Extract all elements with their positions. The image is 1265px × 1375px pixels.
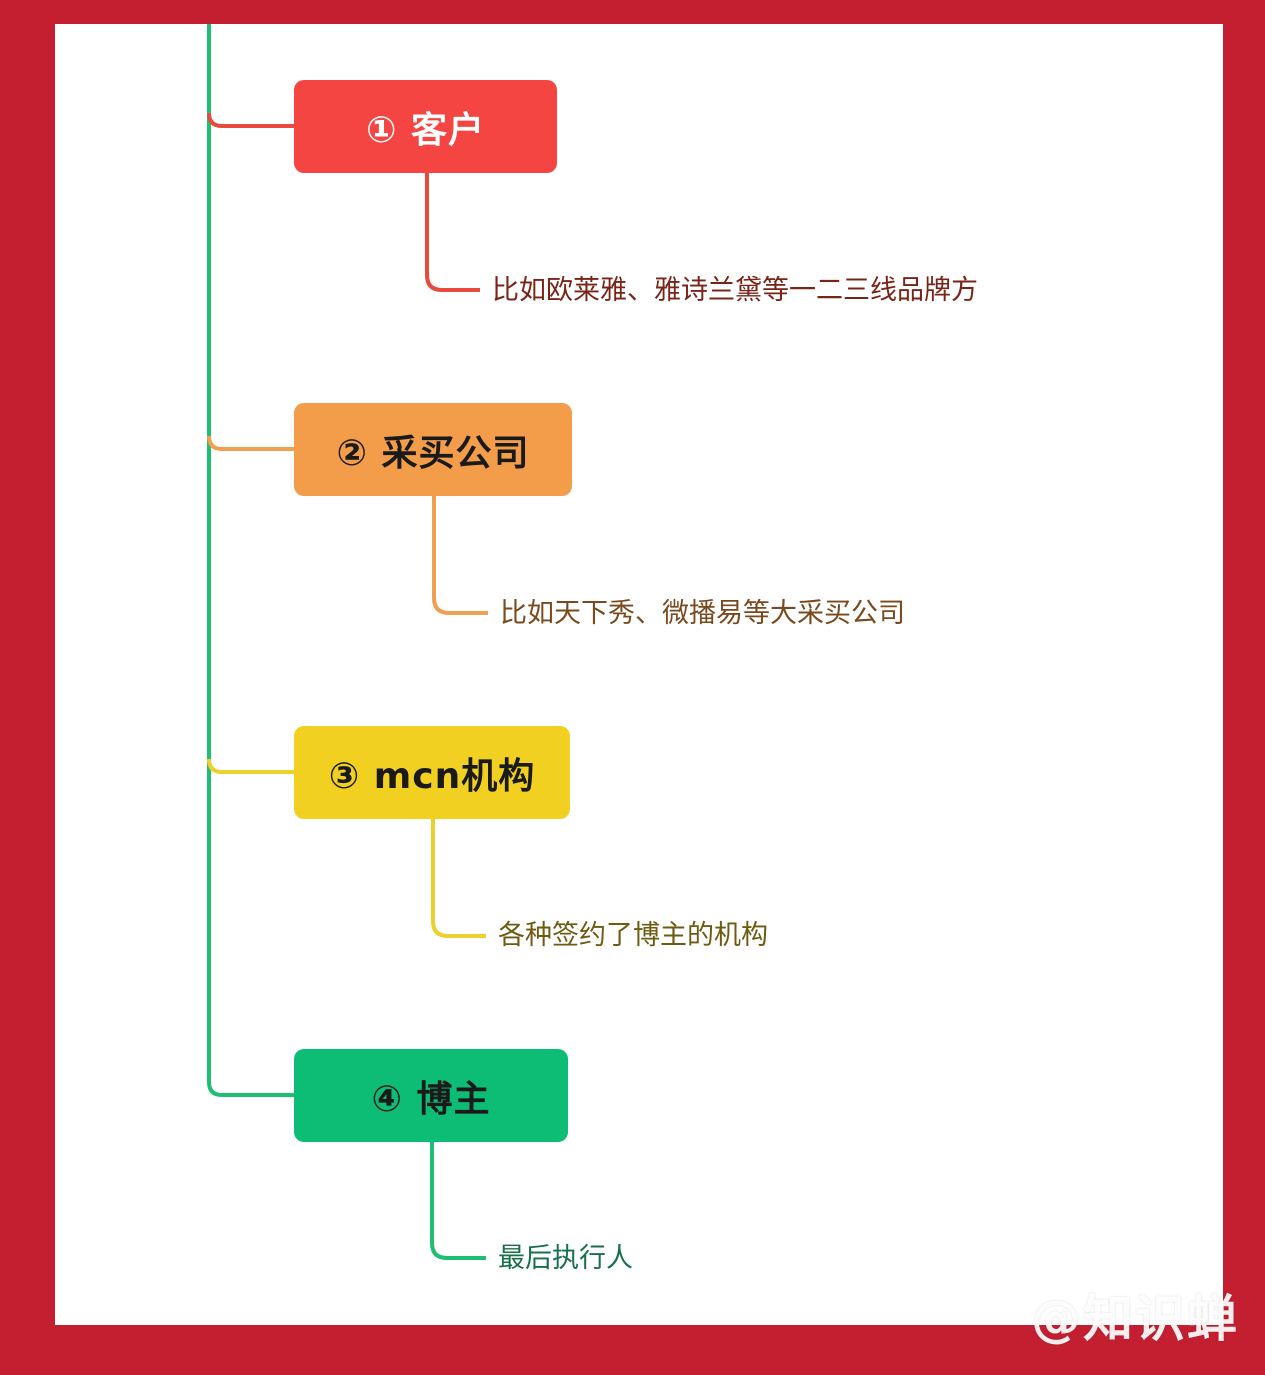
- branch-line-3: [207, 758, 294, 774]
- branch-line-2: [207, 435, 294, 451]
- node-client[interactable]: ① 客户: [294, 80, 557, 173]
- node-blogger-description: 最后执行人: [498, 1243, 633, 1274]
- child-line-1: [425, 173, 480, 292]
- trunk-line: [207, 24, 294, 1097]
- diagram-panel: [55, 24, 1223, 1325]
- node-purchasing-company[interactable]: ② 采买公司: [294, 403, 572, 496]
- node-mcn-agency-description: 各种签约了博主的机构: [498, 920, 768, 951]
- watermark: @知识蝉: [1031, 1290, 1239, 1348]
- child-line-4: [430, 1142, 486, 1260]
- node-mcn-agency[interactable]: ③ mcn机构: [294, 726, 570, 819]
- node-client-description: 比如欧莱雅、雅诗兰黛等一二三线品牌方: [492, 275, 978, 306]
- branch-line-1: [207, 112, 294, 128]
- node-purchasing-company-label: ② 采买公司: [336, 432, 530, 474]
- node-mcn-agency-label: ③ mcn机构: [328, 755, 536, 797]
- child-line-3: [431, 819, 486, 938]
- node-blogger-label: ④ 博主: [371, 1078, 491, 1120]
- node-client-label: ① 客户: [365, 109, 485, 151]
- node-purchasing-company-description: 比如天下秀、微播易等大采买公司: [500, 598, 905, 629]
- node-blogger[interactable]: ④ 博主: [294, 1049, 568, 1142]
- child-line-2: [432, 496, 488, 615]
